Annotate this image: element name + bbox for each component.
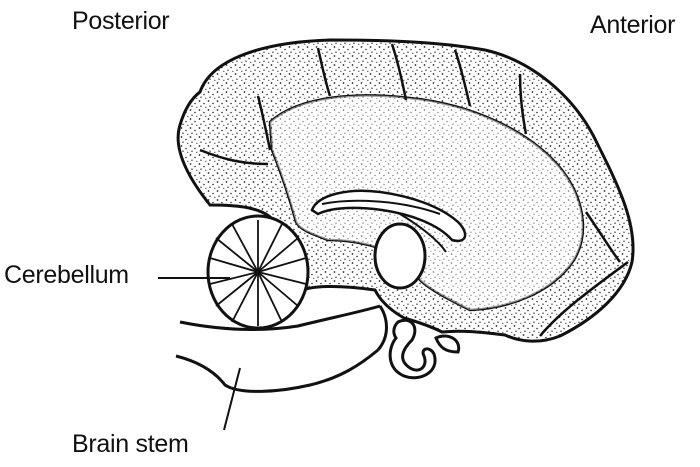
label-cerebellum: Cerebellum <box>4 263 129 288</box>
cerebellum-shape <box>208 216 308 328</box>
label-anterior: Anterior <box>590 13 675 38</box>
thalamus <box>375 224 425 288</box>
label-brain-stem: Brain stem <box>72 432 188 457</box>
label-posterior: Posterior <box>72 9 169 34</box>
